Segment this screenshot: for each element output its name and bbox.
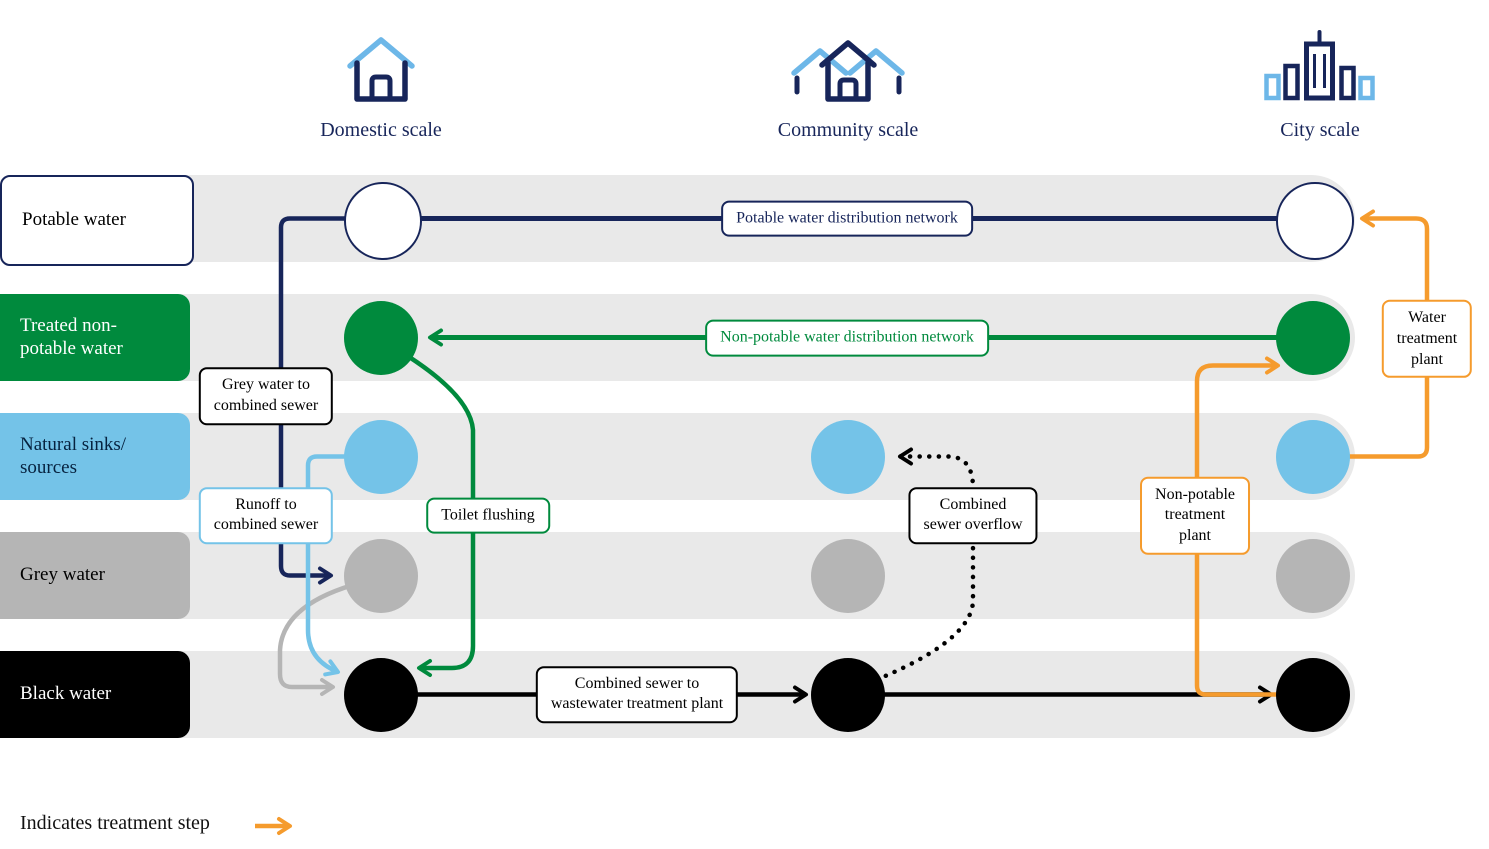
row-label-grey-water: Grey water — [0, 532, 190, 619]
node-treated-non-potable-city — [1276, 300, 1350, 375]
column-header-domestic: Domestic scale — [320, 119, 442, 141]
label-toilet-flushing: Toilet flushing — [426, 497, 550, 534]
label-non-potable-plant: Non-potable treatment plant — [1140, 476, 1250, 555]
grey-to-combined-sewer-line — [277, 575, 382, 696]
runoff-to-combined-sewer-line — [305, 454, 381, 677]
node-black-water-city — [1276, 657, 1350, 732]
row-label-natural-sinks: Natural sinks/ sources — [0, 413, 190, 500]
label-water-plant: Water treatment plant — [1381, 299, 1473, 379]
community-scale-icon-wrap — [788, 32, 908, 111]
node-black-water-community — [811, 657, 885, 732]
column-header-community: Community scale — [777, 119, 919, 141]
node-natural-sinks-domestic — [344, 419, 418, 494]
node-black-water-domestic — [344, 657, 418, 732]
combined-sewer-overflow-line — [847, 447, 976, 693]
city-buildings-icon — [1264, 30, 1375, 101]
row-label-treated-non-potable: Treated non- potable water — [0, 294, 190, 381]
row-label-potable: Potable water — [0, 175, 194, 266]
label-grey-to-sewer: Grey water to combined sewer — [198, 367, 334, 425]
row-label-black-water: Black water — [0, 651, 190, 738]
label-potable-distribution: Potable water distribution network — [721, 200, 973, 237]
house-icon — [347, 37, 415, 102]
node-natural-sinks-community — [811, 419, 885, 494]
toilet-flushing-line — [379, 338, 476, 677]
node-potable-domestic — [344, 181, 422, 260]
column-header-city: City scale — [1280, 119, 1360, 141]
label-sewer-to-wwtp: Combined sewer to wastewater treatment p… — [535, 665, 739, 724]
legend-treatment-step: Indicates treatment step — [20, 812, 210, 834]
label-runoff-to-sewer: Runoff to combined sewer — [198, 486, 334, 545]
label-non-potable-distribution: Non-potable water distribution network — [705, 319, 989, 357]
node-grey-water-domestic — [344, 538, 418, 613]
city-scale-icon-wrap — [1263, 30, 1378, 109]
label-sewer-overflow: Combined sewer overflow — [908, 486, 1038, 545]
node-grey-water-city — [1276, 538, 1350, 613]
node-natural-sinks-city — [1276, 419, 1350, 494]
houses-icon — [791, 40, 905, 102]
node-grey-water-community — [811, 538, 885, 613]
node-treated-non-potable-domestic — [344, 300, 418, 375]
node-potable-city — [1276, 181, 1354, 260]
domestic-scale-icon-wrap — [341, 32, 421, 111]
